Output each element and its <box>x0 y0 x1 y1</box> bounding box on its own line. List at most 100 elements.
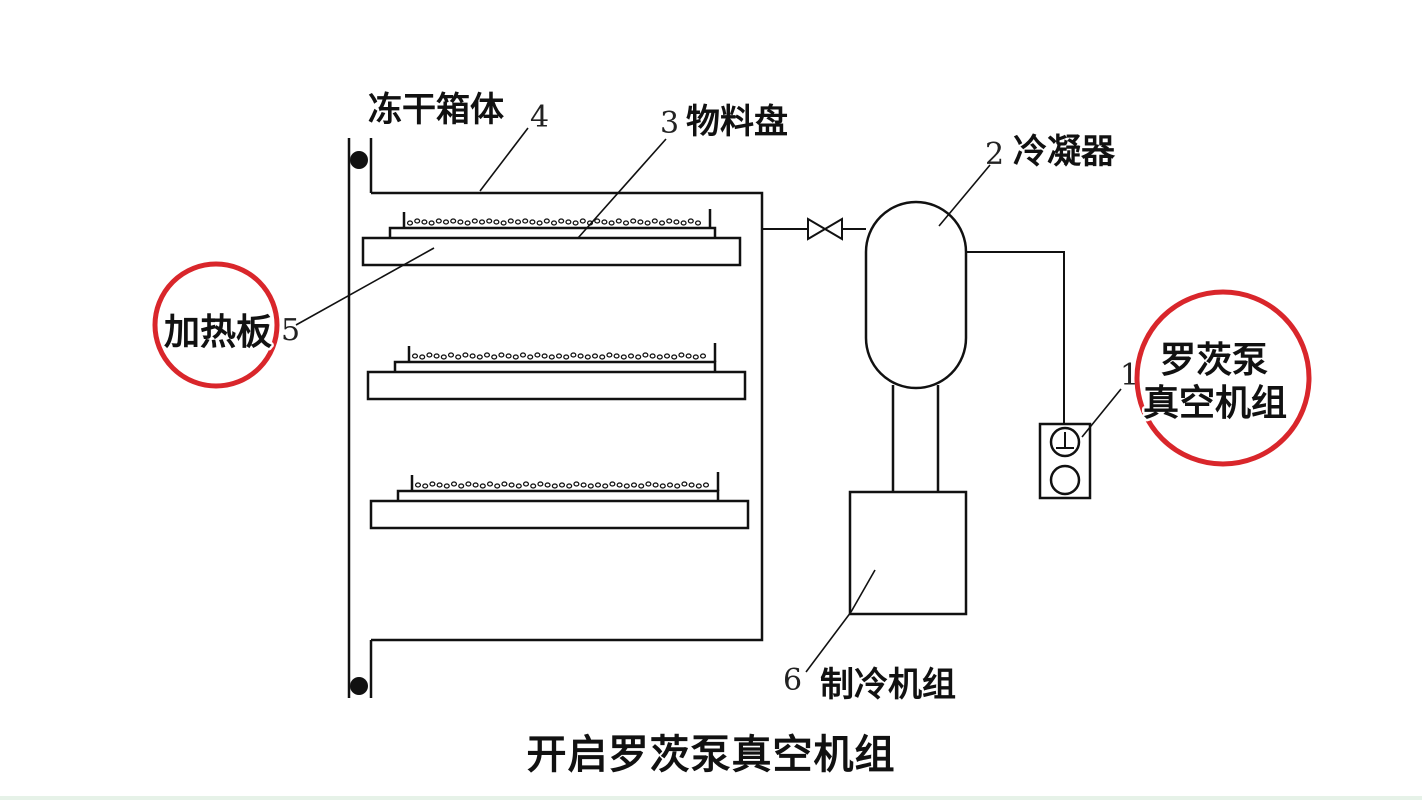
material-grain <box>442 219 450 225</box>
material-grain <box>534 352 541 358</box>
material-grain <box>550 220 558 226</box>
chamber-front-wall <box>347 138 373 698</box>
material-grain <box>687 218 694 224</box>
material-grain <box>572 220 579 226</box>
material-grain <box>414 218 421 224</box>
material-grain <box>642 352 649 358</box>
material-grain <box>587 483 594 489</box>
material-grain <box>622 220 630 226</box>
material-grain <box>548 354 555 360</box>
material-grain <box>537 481 544 487</box>
material-grain <box>651 218 658 224</box>
valve-icon <box>807 217 843 241</box>
material-grain <box>433 353 440 359</box>
material-grain <box>476 354 483 360</box>
leader-lines <box>295 127 1122 673</box>
material-grain <box>637 219 644 225</box>
material-grain <box>671 354 678 360</box>
material-grain <box>558 482 566 488</box>
material-grain <box>681 481 688 487</box>
material-grain <box>616 482 623 488</box>
material-grain <box>658 220 666 226</box>
shelf-3 <box>369 472 750 530</box>
material-grain <box>426 352 433 358</box>
material-grain <box>692 354 699 360</box>
material-grain <box>673 219 680 225</box>
material-grain <box>680 220 687 226</box>
material-grain <box>494 483 501 489</box>
shelf-1 <box>361 209 742 267</box>
material-grain <box>544 482 551 488</box>
material-grain <box>421 219 428 225</box>
material-grain <box>620 354 627 360</box>
material-grain <box>465 481 472 487</box>
material-grain <box>602 483 609 489</box>
material-grain <box>486 218 493 224</box>
material-grain <box>462 352 469 358</box>
material-grain <box>699 353 707 359</box>
material-grain <box>694 220 702 226</box>
material-grain <box>615 218 622 224</box>
material-grain <box>688 482 695 488</box>
material-grain <box>512 354 519 360</box>
material-grain <box>685 353 692 359</box>
number-4: 4 <box>530 100 549 135</box>
material-grain <box>695 483 702 489</box>
material-grain <box>608 220 615 226</box>
material-grain <box>674 483 681 489</box>
material-grain <box>551 483 558 489</box>
material-grain <box>469 353 476 359</box>
label-pump-line1: 罗茨泵 <box>1160 340 1268 381</box>
label-refrigeration: 制冷机组 <box>820 665 956 705</box>
number-2: 2 <box>985 137 1004 172</box>
material-grain <box>478 219 486 225</box>
material-grain <box>419 354 426 360</box>
material-grain <box>599 354 606 360</box>
shelf-2 <box>366 343 747 401</box>
material-grain <box>609 481 616 487</box>
label-pump-line2: 真空机组 <box>1143 383 1287 424</box>
material-grain <box>436 482 443 488</box>
condenser-vessel <box>864 200 968 390</box>
material-grain <box>414 482 422 488</box>
material-grain <box>594 482 602 488</box>
chamber-body <box>371 191 764 642</box>
material-grain <box>435 218 442 224</box>
material-grain <box>591 353 599 359</box>
material-grain <box>652 482 659 488</box>
material-grain <box>644 220 651 226</box>
material-grain <box>541 353 548 359</box>
material-grain <box>563 354 570 360</box>
material-grain <box>447 352 455 358</box>
material-grain <box>428 220 435 226</box>
vacuum-pump-icon <box>1038 422 1092 500</box>
material-grain <box>606 352 613 358</box>
material-grain <box>601 219 608 225</box>
material-grain <box>507 218 514 224</box>
label-chamber: 冻干箱体 <box>368 90 504 130</box>
material-grain <box>555 353 563 359</box>
material-grain <box>455 354 462 360</box>
material-grain <box>623 483 630 489</box>
material-grain <box>522 218 529 224</box>
number-5: 5 <box>281 313 300 348</box>
material-grain <box>630 482 638 488</box>
material-grain <box>514 219 522 225</box>
material-grain <box>450 218 457 224</box>
caption-subtitle: 开启罗茨泵真空机组 <box>526 732 896 778</box>
refrigeration-unit <box>848 490 968 616</box>
heating-plate-highlight <box>152 261 280 389</box>
bottom-edge <box>0 796 1422 800</box>
material-grain <box>519 352 527 358</box>
label-tray: 物料盘 <box>686 102 788 142</box>
material-grain <box>613 353 620 359</box>
material-grain <box>501 481 508 487</box>
number-1: 1 <box>1120 358 1139 393</box>
tray-material <box>406 218 710 489</box>
material-grain <box>464 220 471 226</box>
material-grain <box>429 481 436 487</box>
material-grain <box>457 219 464 225</box>
material-grain <box>486 481 494 487</box>
material-grain <box>508 482 515 488</box>
